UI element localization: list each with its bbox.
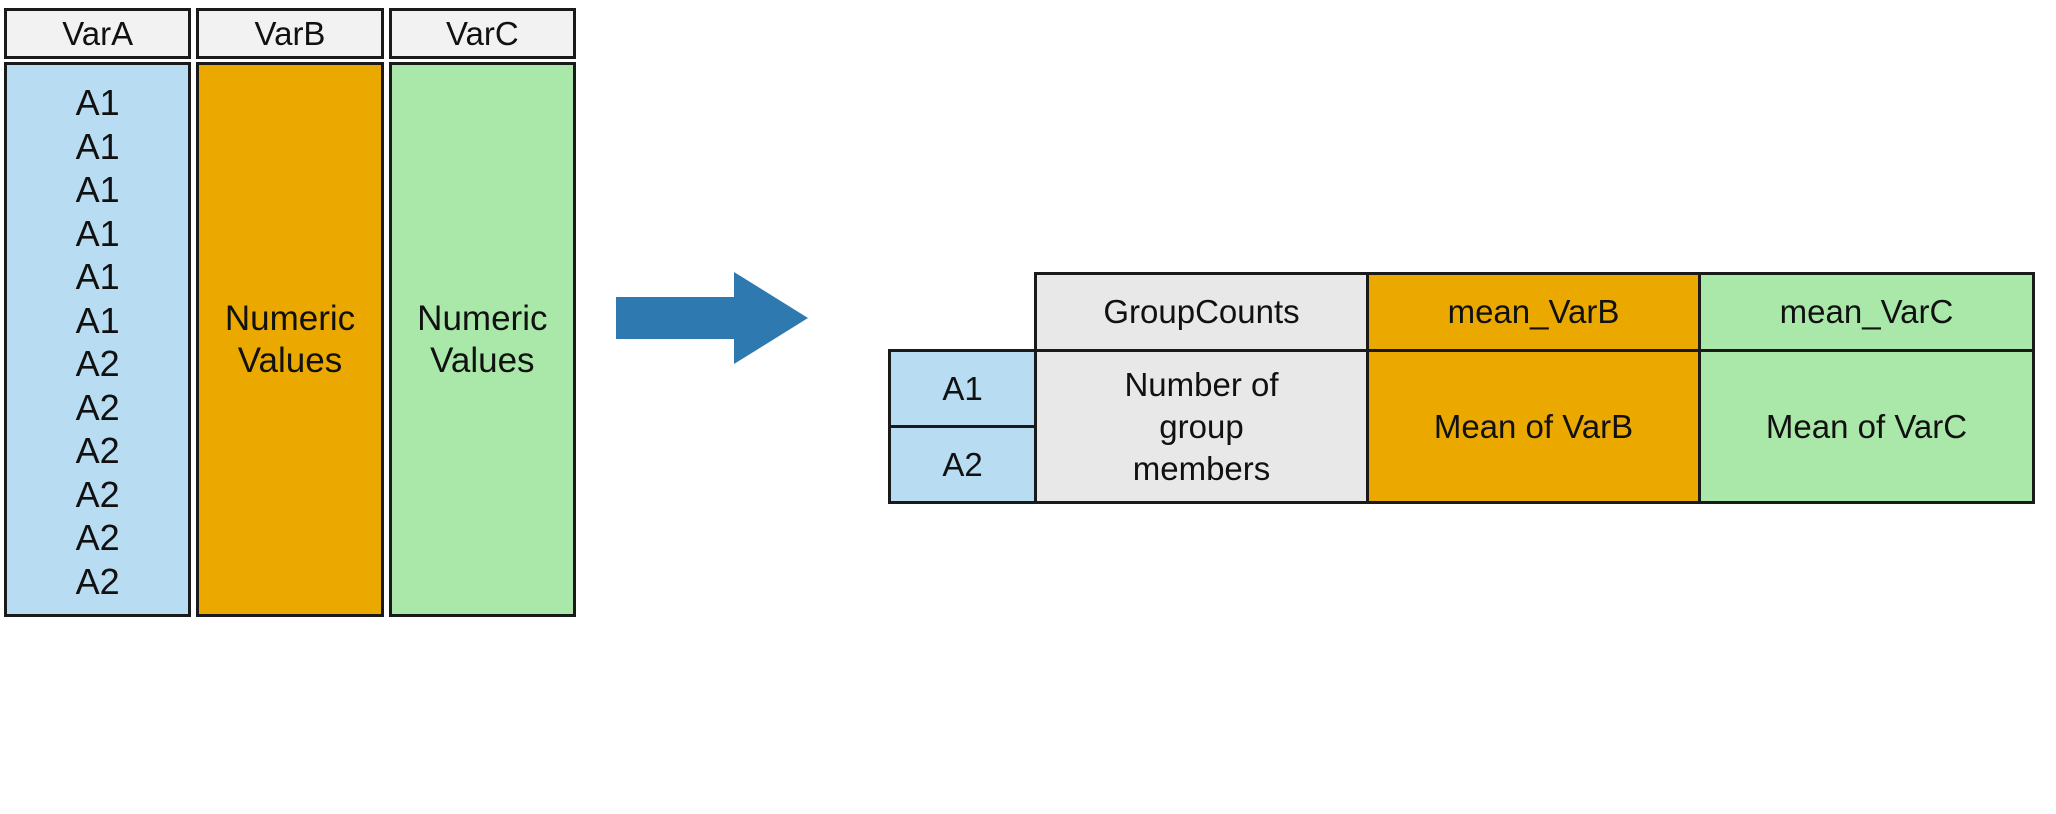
output-header-mean-varc: mean_VarC (1698, 272, 2035, 352)
vara-cell: A1 (75, 212, 120, 254)
input-table-header-row: VarA VarB VarC (4, 8, 576, 59)
vara-cell: A2 (75, 473, 120, 515)
output-header-mean-varb: mean_VarB (1366, 272, 1701, 352)
output-row-label-a2: A2 (888, 425, 1037, 504)
vara-cell: A1 (75, 125, 120, 167)
vara-cell: A1 (75, 169, 120, 210)
output-row-label-column: A1 A2 (888, 349, 1037, 504)
vara-cell: A2 (75, 517, 120, 558)
input-header-vara: VarA (4, 8, 192, 59)
input-column-varb: Numeric Values (196, 62, 384, 617)
output-row-label-a1: A1 (888, 349, 1037, 428)
output-header-row: GroupCounts mean_VarB mean_VarC (1034, 272, 2038, 352)
input-column-varc: Numeric Values (388, 62, 576, 617)
input-column-vara: A1 A1 A1 A1 A1 A1 A2 A2 A2 A2 A2 A2 (4, 62, 192, 617)
vara-cell: A1 (75, 82, 120, 123)
vara-cell: A1 (75, 256, 120, 297)
output-cell-mean-varc: Mean of VarC (1698, 349, 2035, 504)
right-arrow-icon (616, 272, 808, 364)
input-header-varb: VarB (196, 8, 384, 59)
vara-cell: A1 (75, 299, 120, 341)
vara-value-list: A1 A1 A1 A1 A1 A1 A2 A2 A2 A2 A2 A2 (7, 81, 188, 603)
output-header-groupcounts: GroupCounts (1034, 272, 1369, 352)
varb-placeholder-label: Numeric Values (224, 298, 356, 380)
input-table: VarA VarB VarC A1 A1 A1 A1 A1 A1 A2 A2 A… (4, 8, 576, 617)
varc-placeholder-label: Numeric Values (417, 298, 548, 380)
vara-cell: A2 (75, 343, 120, 384)
output-summary-table: GroupCounts mean_VarB mean_VarC A1 A2 Nu… (888, 272, 2038, 504)
vara-cell: A2 (75, 560, 120, 602)
input-header-varc: VarC (388, 8, 576, 59)
input-table-body: A1 A1 A1 A1 A1 A1 A2 A2 A2 A2 A2 A2 Nume… (4, 62, 576, 617)
output-cell-mean-varb: Mean of VarB (1366, 349, 1701, 504)
vara-cell: A2 (75, 386, 120, 428)
vara-cell: A2 (75, 430, 120, 471)
output-cell-groupcounts: Number of group members (1034, 349, 1369, 504)
output-body: A1 A2 Number of group members Mean of Va… (888, 349, 2038, 504)
